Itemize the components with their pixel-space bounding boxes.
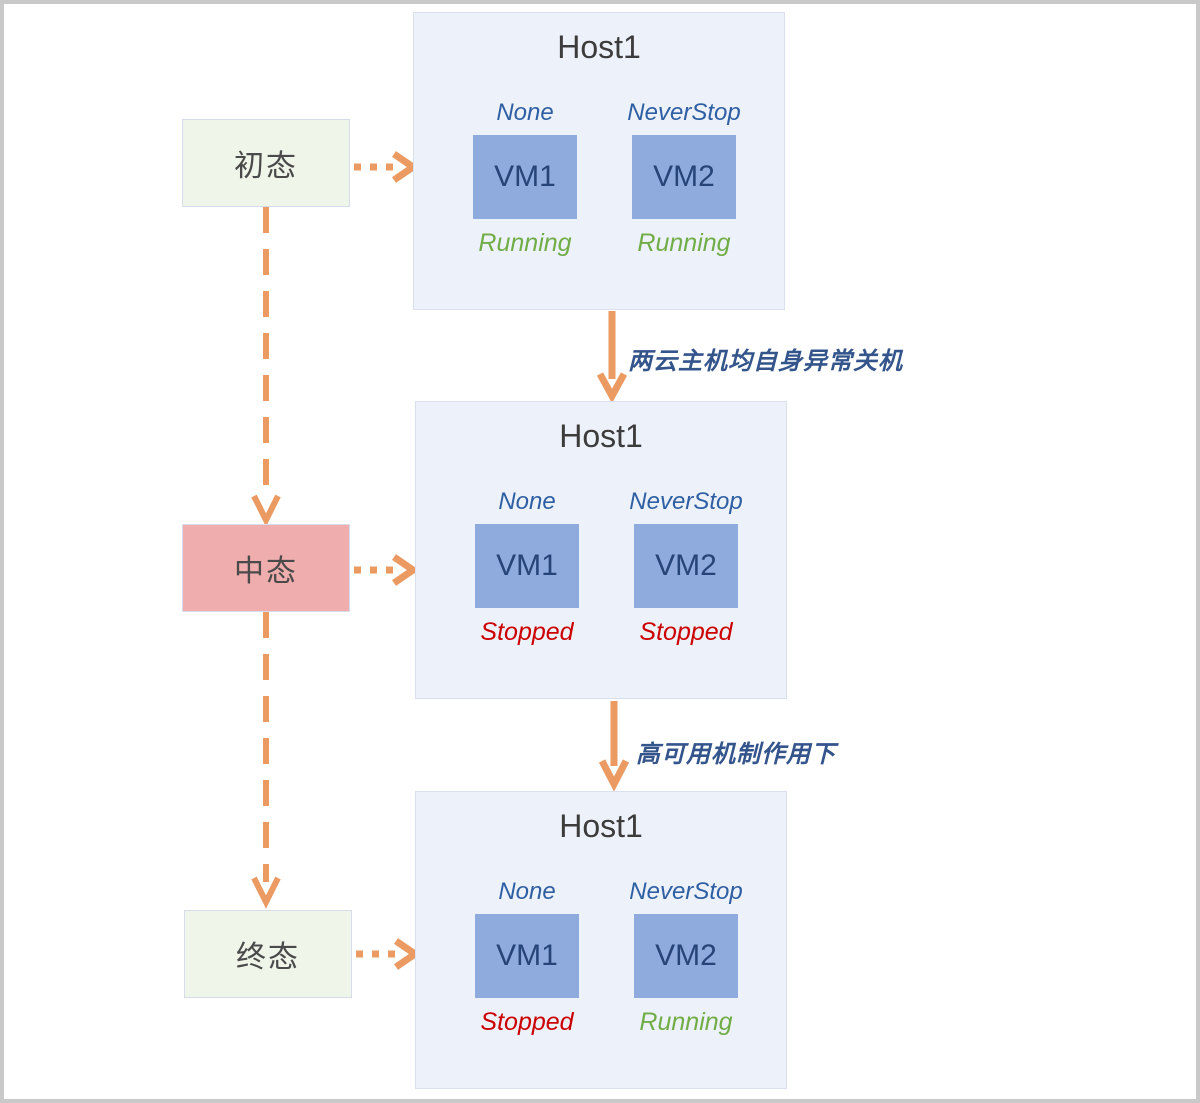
- vm-status-stage-1-vm2: Running: [637, 229, 731, 257]
- vm-name-stage-1-vm1: VM1: [494, 160, 556, 193]
- vm-name-stage-1-vm2: VM2: [653, 160, 715, 193]
- vm-status-stage-3-vm2: Running: [639, 1008, 733, 1036]
- vm-block-stage-2-vm1[interactable]: VM1: [475, 524, 579, 608]
- host-title-stage-2: Host1: [559, 418, 643, 454]
- edge-label-host1-to-host2: 两云主机均自身异常关机: [628, 348, 903, 375]
- vm-status-stage-1-vm1: Running: [478, 229, 572, 257]
- vm-policy-stage-1-vm2: NeverStop: [627, 99, 741, 126]
- vm-name-stage-2-vm2: VM2: [655, 549, 717, 582]
- state-box-final[interactable]: 终态: [184, 910, 352, 998]
- vm-status-stage-2-vm2: Stopped: [639, 618, 733, 646]
- vm-name-stage-3-vm1: VM1: [496, 939, 558, 972]
- vm-policy-stage-2-vm2: NeverStop: [629, 488, 743, 515]
- vm-policy-stage-1-vm1: None: [496, 99, 554, 126]
- vm-block-stage-3-vm2[interactable]: VM2: [634, 914, 738, 998]
- vm-group-stage-1-vm2[interactable]: NeverStop VM2 Running: [609, 99, 759, 258]
- vm-group-stage-3-vm1[interactable]: None VM1 Stopped: [452, 878, 602, 1037]
- vm-group-stage-2-vm2[interactable]: NeverStop VM2 Stopped: [611, 488, 761, 647]
- vm-policy-stage-3-vm2: NeverStop: [629, 878, 743, 905]
- vm-block-stage-2-vm2[interactable]: VM2: [634, 524, 738, 608]
- state-label-final: 终态: [236, 941, 300, 974]
- host-title-stage-3: Host1: [559, 808, 643, 844]
- vm-group-stage-2-vm1[interactable]: None VM1 Stopped: [452, 488, 602, 647]
- host-box-stage-1[interactable]: Host1 None VM1 Running NeverStop VM2 Run…: [413, 12, 785, 310]
- edge-label-host2-to-host3: 高可用机制作用下: [636, 741, 836, 768]
- vm-block-stage-1-vm2[interactable]: VM2: [632, 135, 736, 219]
- host-box-stage-3[interactable]: Host1 None VM1 Stopped NeverStop VM2 Run…: [415, 791, 787, 1089]
- vm-policy-stage-2-vm1: None: [498, 488, 556, 515]
- vm-block-stage-1-vm1[interactable]: VM1: [473, 135, 577, 219]
- arrowhead-middle-to-host2: [392, 554, 420, 586]
- vm-name-stage-2-vm1: VM1: [496, 549, 558, 582]
- state-box-middle[interactable]: 中态: [182, 524, 350, 612]
- arrowhead-initial-to-middle: [251, 494, 281, 527]
- state-label-middle: 中态: [234, 555, 298, 588]
- arrowhead-middle-to-final: [251, 876, 281, 909]
- host-title-stage-1: Host1: [557, 29, 641, 65]
- vm-status-stage-3-vm1: Stopped: [480, 1008, 574, 1036]
- vm-name-stage-3-vm2: VM2: [655, 939, 717, 972]
- vm-policy-stage-3-vm1: None: [498, 878, 556, 905]
- arrowhead-host2-to-host3: [598, 759, 630, 792]
- arrowhead-host1-to-host2: [596, 372, 628, 404]
- vm-group-stage-3-vm2[interactable]: NeverStop VM2 Running: [611, 878, 761, 1037]
- vm-status-stage-2-vm1: Stopped: [480, 618, 574, 646]
- state-box-initial[interactable]: 初态: [182, 119, 350, 207]
- vm-group-stage-1-vm1[interactable]: None VM1 Running: [450, 99, 600, 258]
- host-box-stage-2[interactable]: Host1 None VM1 Stopped NeverStop VM2 Sto…: [415, 401, 787, 699]
- arrowhead-final-to-host3: [394, 938, 422, 970]
- arrowhead-initial-to-host1: [392, 151, 420, 183]
- vm-block-stage-3-vm1[interactable]: VM1: [475, 914, 579, 998]
- state-label-initial: 初态: [234, 150, 298, 183]
